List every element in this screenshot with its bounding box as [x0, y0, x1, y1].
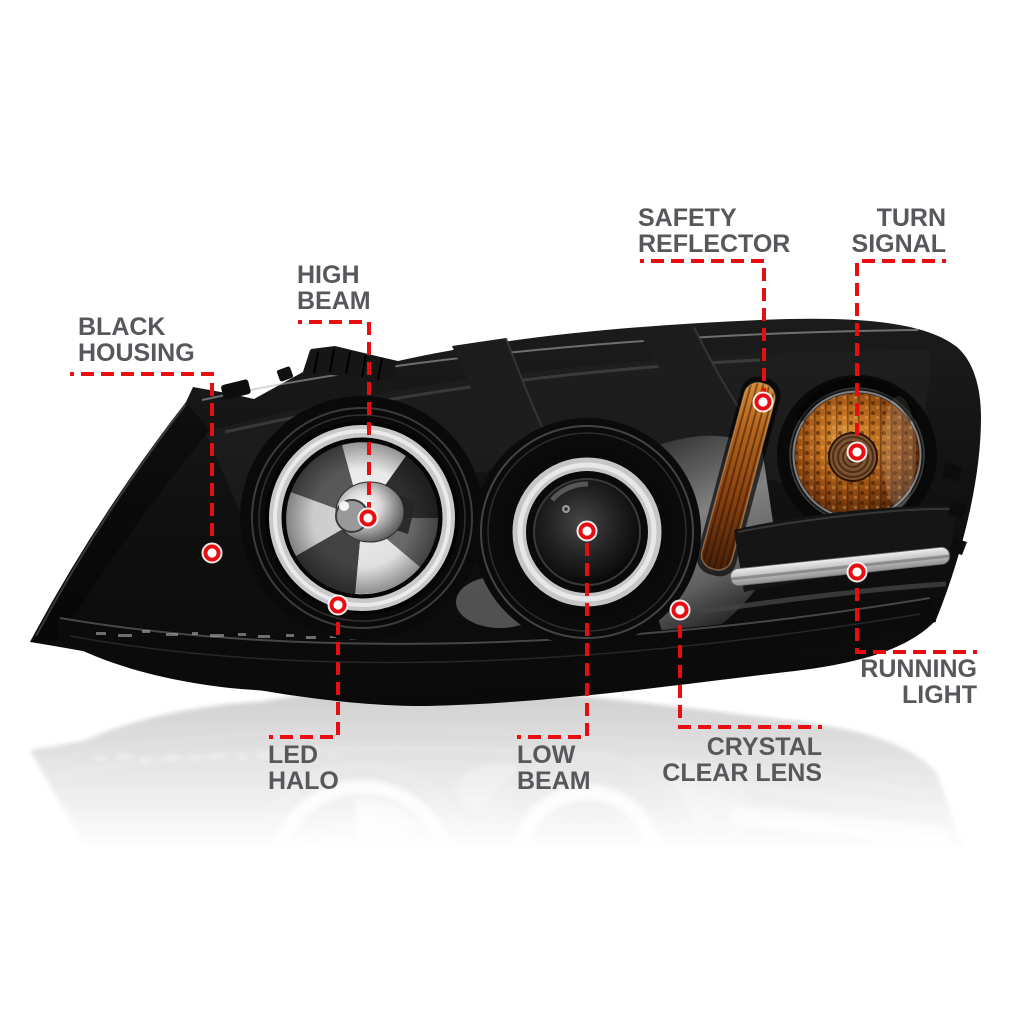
- callout-text-line: TURN: [876, 204, 946, 232]
- callout-label-crystal-clear-lens: CRYSTAL CLEAR LENS: [662, 734, 822, 786]
- callout-label-safety-reflector: SAFETY REFLECTOR: [638, 205, 790, 257]
- callout-label-low-beam: LOW BEAM: [517, 742, 591, 794]
- callout-line-led-halo: [269, 606, 340, 739]
- callout-text-line: BEAM: [517, 767, 591, 795]
- callout-text-line: CRYSTAL: [706, 733, 822, 761]
- headlight-artwork: [30, 318, 981, 707]
- marker-running-light: [846, 561, 868, 583]
- marker-low-beam: [576, 520, 598, 542]
- marker-high-beam: [357, 507, 379, 529]
- callout-label-running-light: RUNNING LIGHT: [860, 656, 977, 708]
- callout-label-high-beam: HIGH BEAM: [297, 262, 371, 314]
- marker-led-halo: [327, 594, 349, 616]
- callout-line-low-beam: [517, 532, 589, 739]
- marker-crystal-clear-lens: [669, 599, 691, 621]
- callout-text-line: REFLECTOR: [638, 230, 791, 258]
- callout-text-line: HOUSING: [78, 339, 195, 367]
- callout-text-line: RUNNING: [860, 655, 977, 683]
- marker-black-housing: [201, 542, 223, 564]
- callout-label-black-housing: BLACK HOUSING: [78, 314, 195, 366]
- callout-lines: [70, 259, 977, 739]
- callout-text-line: LIGHT: [902, 681, 977, 709]
- callout-text-line: HALO: [268, 767, 339, 795]
- crystal-clear-lens-band: [58, 596, 936, 694]
- callout-text-line: BEAM: [297, 287, 371, 315]
- callout-text-line: BLACK: [78, 313, 166, 341]
- mounting-bracket: [303, 346, 397, 381]
- tip-shadow: [30, 402, 210, 642]
- callout-text-line: SAFETY: [638, 204, 737, 232]
- callout-text-line: LED: [268, 741, 318, 769]
- callout-text-line: CLEAR LENS: [662, 759, 822, 787]
- safety-reflector-strip: [696, 376, 781, 577]
- marker-turn-signal: [846, 441, 868, 463]
- led-halo-ring: [265, 421, 459, 615]
- marker-safety-reflector: [752, 391, 774, 413]
- callout-text-line: HIGH: [297, 261, 360, 289]
- callout-line-high-beam: [298, 320, 371, 518]
- running-light-strip: [699, 462, 967, 615]
- callout-line-running-light: [855, 573, 977, 654]
- callout-line-safety-reflector: [640, 259, 766, 401]
- callout-line-black-housing: [70, 372, 214, 553]
- callout-label-turn-signal: TURN SIGNAL: [852, 205, 946, 257]
- callout-markers: [201, 391, 868, 621]
- callout-label-led-halo: LED HALO: [268, 742, 339, 794]
- callout-line-crystal-clear-lens: [678, 611, 822, 729]
- callout-text-line: LOW: [517, 741, 576, 769]
- callout-line-turn-signal: [855, 259, 946, 451]
- callout-text-line: SIGNAL: [851, 230, 946, 258]
- floor-reflection: [30, 686, 981, 1024]
